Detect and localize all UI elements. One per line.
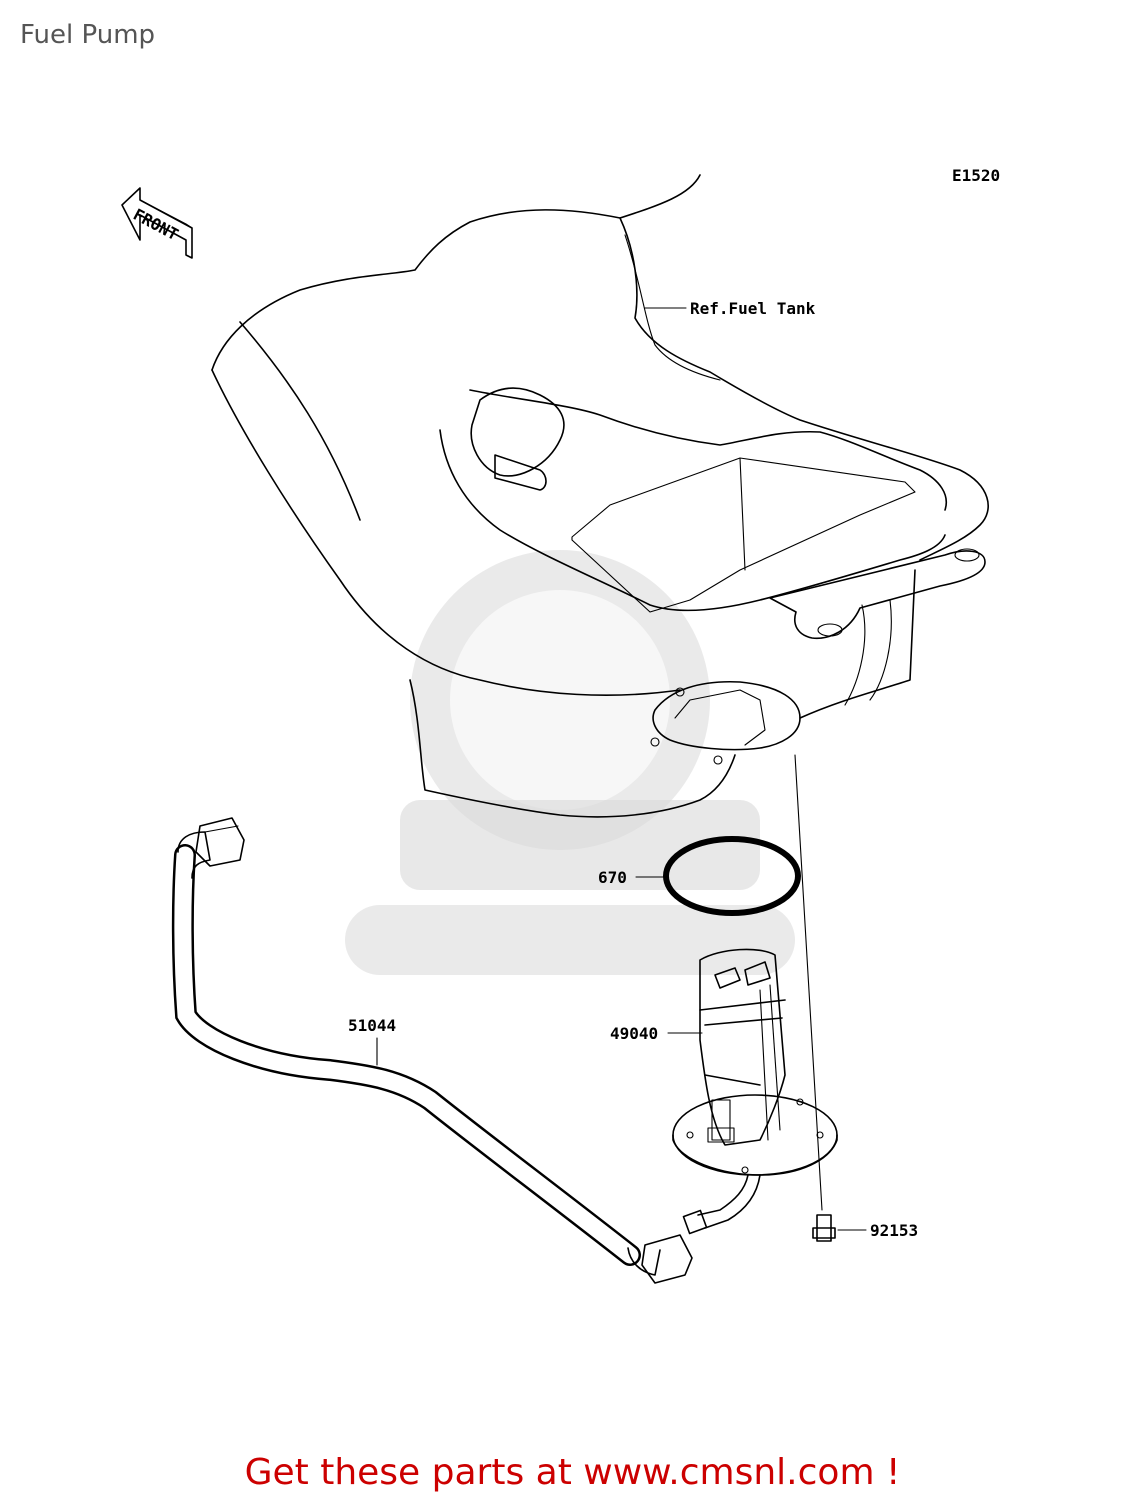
label-670: 670 <box>598 868 627 887</box>
label-51044: 51044 <box>348 1016 396 1035</box>
label-49040: 49040 <box>610 1024 658 1043</box>
front-arrow-icon: FRONT <box>121 187 193 259</box>
o-ring-670 <box>663 836 801 916</box>
bolt-92153 <box>812 1214 836 1242</box>
label-92153: 92153 <box>870 1221 918 1240</box>
fuel-pump-49040 <box>672 948 838 1235</box>
fuel-hose-51044 <box>171 817 693 1284</box>
watermark-logo <box>345 550 795 975</box>
front-label: FRONT <box>130 205 181 244</box>
fuel-tank-drawing <box>211 174 989 818</box>
page-title: Fuel Pump <box>20 20 156 50</box>
call-to-action-link[interactable]: Get these parts at www.cmsnl.com ! <box>244 1452 901 1493</box>
label-ref-fuel-tank: Ref.Fuel Tank <box>690 299 816 318</box>
diagram-code: E1520 <box>952 166 1000 185</box>
